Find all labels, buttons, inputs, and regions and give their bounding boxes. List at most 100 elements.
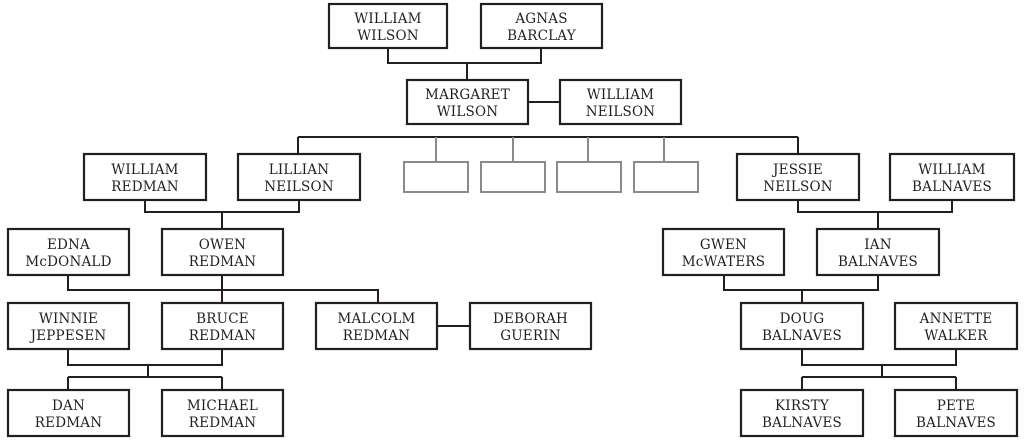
person-surname: NEILSON (586, 104, 656, 120)
person-box (893, 301, 1019, 351)
person-first-name: IAN (864, 237, 892, 253)
person-surname: JEPPESEN (29, 328, 107, 344)
person-box (160, 388, 285, 438)
person-first-name: WILLIAM (111, 162, 178, 178)
person-box (815, 227, 941, 277)
people-boxes: WILLIAMWILSONAGNASBARCLAYMARGARETWILSONW… (6, 2, 1019, 438)
person-first-name: KIRSTY (775, 398, 830, 414)
person-box (558, 78, 683, 126)
person-surname: NEILSON (763, 179, 833, 195)
connector-line (387, 48, 542, 64)
person-box (739, 388, 865, 438)
person-surname: REDMAN (343, 328, 410, 344)
person-first-name: MICHAEL (187, 398, 258, 414)
person-box (314, 301, 439, 351)
person-box (468, 301, 593, 351)
person-box (739, 301, 865, 351)
person-surname: BALNAVES (912, 179, 992, 195)
person-surname: REDMAN (189, 328, 256, 344)
person-box (6, 388, 131, 438)
person-box (661, 227, 786, 277)
person-surname: WILSON (357, 28, 419, 44)
connector-lines (67, 48, 957, 390)
person-surname: REDMAN (189, 415, 256, 431)
person-box (160, 227, 285, 277)
unnamed-child-box (556, 161, 622, 193)
person-box (236, 152, 362, 202)
person-first-name: GWEN (700, 237, 747, 253)
connector-line (67, 349, 223, 366)
person-surname: REDMAN (189, 254, 256, 270)
person-first-name: PETE (937, 398, 976, 414)
person-first-name: MARGARET (425, 87, 510, 103)
person-surname: BALNAVES (762, 328, 842, 344)
person-first-name: MALCOLM (337, 311, 415, 327)
person-first-name: DEBORAH (493, 311, 568, 327)
person-surname: GUERIN (500, 328, 561, 344)
person-first-name: EDNA (47, 237, 90, 253)
unnamed-child-box (480, 161, 546, 193)
person-box (6, 301, 131, 351)
connector-line (144, 200, 300, 213)
person-surname: McDONALD (25, 254, 111, 270)
person-surname: REDMAN (111, 179, 178, 195)
person-surname: BALNAVES (762, 415, 842, 431)
person-surname: BALNAVES (916, 415, 996, 431)
connector-line (797, 200, 953, 213)
person-box (735, 152, 861, 202)
person-surname: WALKER (924, 328, 988, 344)
person-box (893, 388, 1019, 438)
unnamed-child-box (403, 161, 469, 193)
person-surname: WILSON (437, 104, 499, 120)
person-first-name: LILLIAN (269, 162, 330, 178)
connector-line (801, 349, 957, 366)
person-box (160, 301, 285, 351)
person-box (479, 2, 604, 50)
person-box (6, 227, 131, 277)
person-first-name: JESSIE (771, 162, 823, 178)
person-surname: BALNAVES (838, 254, 918, 270)
person-box (82, 152, 208, 202)
person-first-name: WILLIAM (354, 11, 421, 27)
person-surname: BARCLAY (507, 28, 577, 44)
person-surname: McWATERS (682, 254, 765, 270)
person-box (405, 78, 530, 126)
person-first-name: WILLIAM (918, 162, 985, 178)
person-box (327, 2, 449, 50)
person-first-name: WILLIAM (587, 87, 654, 103)
person-first-name: OWEN (199, 237, 246, 253)
person-surname: NEILSON (264, 179, 334, 195)
unnamed-child-box (633, 161, 699, 193)
person-first-name: DOUG (780, 311, 825, 327)
person-first-name: BRUCE (196, 311, 249, 327)
person-box (888, 152, 1016, 202)
person-first-name: DAN (52, 398, 85, 414)
person-first-name: WINNIE (39, 311, 98, 327)
person-surname: REDMAN (35, 415, 102, 431)
person-first-name: ANNETTE (919, 311, 993, 327)
person-first-name: AGNAS (514, 11, 567, 27)
unnamed-children (403, 161, 699, 193)
